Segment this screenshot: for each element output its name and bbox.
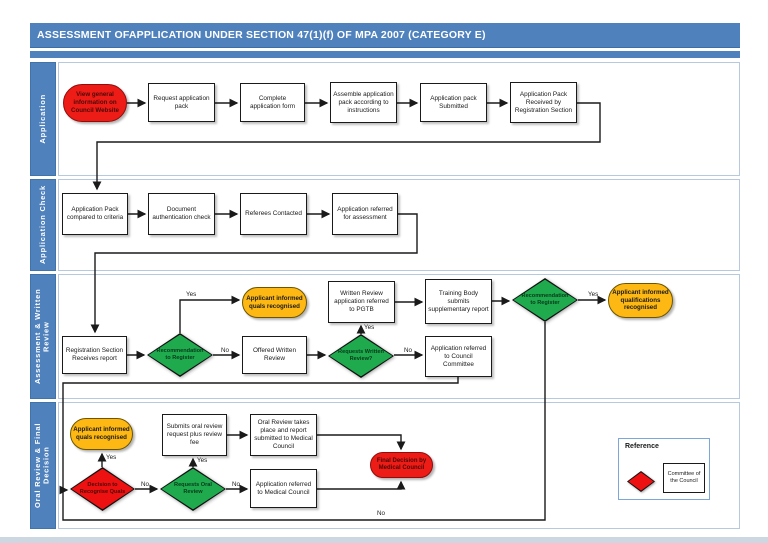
lane-assessment-label: Assessment & Written Review [30, 274, 56, 399]
page-bottom-edge [0, 537, 768, 543]
process-request-application-pack: Request application pack [148, 83, 215, 122]
edge-label-yes-rec2: Yes [588, 291, 599, 298]
process-submits-oral-review-request: Submits oral review request plus review … [162, 414, 227, 456]
edge-label-no-rec2: No [377, 510, 386, 517]
reference-title: Reference [625, 443, 659, 450]
diagram-title: ASSESSMENT OFAPPLICATION UNDER SECTION 4… [37, 29, 486, 41]
terminator-applicant-informed-quals-recognised-1: Applicant informed quals recognised [242, 287, 307, 318]
terminator-final-decision-by-medical-council: Final Decision by Medical Council [370, 452, 433, 478]
process-application-referred-to-council-committee: Application referred to Council Committe… [425, 336, 492, 377]
edge-label-yes-requests-written: Yes [364, 324, 375, 331]
reference-red-diamond-icon [627, 471, 655, 492]
reference-committee-label: Committee of the Council [663, 463, 705, 493]
process-application-pack-received: Application Pack Received by Registratio… [510, 82, 577, 123]
decision-recommendation-to-register-1: Recommendation to Register [147, 333, 213, 377]
process-document-authentication-check: Document authentication check [148, 193, 215, 235]
decision-requests-written-review: Requests Written Review? [328, 334, 394, 378]
process-application-referred-to-medical-council: Application referred to Medical Council [250, 469, 317, 508]
decision-requests-oral-review: Requests Oral Review [160, 467, 226, 511]
edge-label-no-requests-written: No [404, 347, 413, 354]
terminator-applicant-informed-quals-recognised-2: Applicant informed quals recognised [70, 418, 133, 450]
process-training-body-submits-report: Training Body submits supplementary repo… [425, 279, 492, 324]
edge-label-no-decision-quals: No [141, 481, 150, 488]
process-oral-review-takes-place: Oral Review takes place and report submi… [250, 414, 317, 456]
process-application-pack-submitted: Application pack Submitted [420, 83, 487, 122]
lane-application-label: Application [30, 62, 56, 176]
edge-label-yes-decision-quals: Yes [106, 454, 117, 461]
process-assemble-application-pack: Assemble application pack according to i… [330, 82, 397, 123]
process-application-referred-for-assessment: Application referred for assessment [332, 193, 398, 235]
diagram-title-bar: ASSESSMENT OFAPPLICATION UNDER SECTION 4… [30, 23, 740, 48]
process-written-review-referred-to-pgtb: Written Review application referred to P… [328, 281, 395, 323]
terminator-applicant-informed-qualifications-recognised: Applicant informed qualifications recogn… [608, 283, 673, 318]
process-complete-application-form: Complete application form [240, 83, 305, 122]
lane-application-check-label: Application Check [30, 179, 56, 271]
reference-legend: Reference Committee of the Council [618, 438, 710, 500]
process-registration-section-receives-report: Registration Section Receives report [62, 336, 127, 374]
edge-label-no-requests-oral: No [232, 481, 241, 488]
title-underline-strip [30, 51, 740, 58]
decision-decision-to-recognise-quals: Decision to Recognise Quals [70, 467, 135, 511]
process-offered-written-review: Offered Written Review [242, 336, 307, 374]
decision-recommendation-to-register-2: Recommendation to Register [512, 278, 578, 322]
lane-oral-review-label: Oral Review & Final Decision [30, 402, 56, 529]
edge-label-yes-rec1: Yes [186, 291, 197, 298]
terminator-view-general-information: View general information on Council Webs… [63, 84, 127, 122]
edge-label-no-rec1: No [221, 347, 230, 354]
edge-label-yes-requests-oral: Yes [197, 457, 208, 464]
process-application-pack-compared: Application Pack compared to criteria [62, 193, 128, 235]
process-referees-contacted: Referees Contacted [240, 193, 307, 235]
